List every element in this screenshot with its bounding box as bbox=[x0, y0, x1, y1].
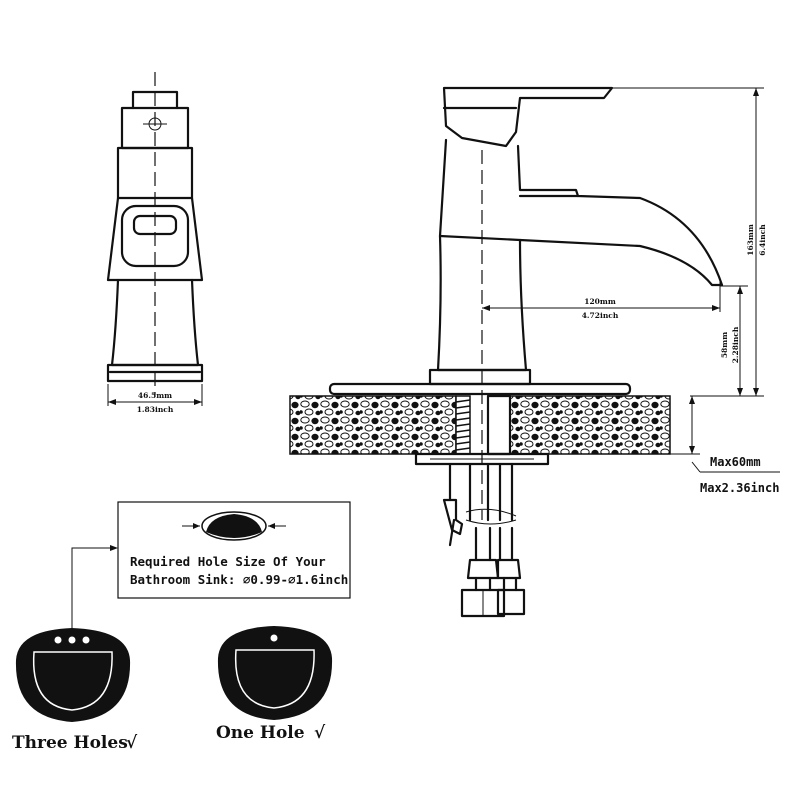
front-width-mm: 46.5mm bbox=[138, 391, 172, 400]
three-hole-sink: Three Holes √ bbox=[12, 628, 138, 753]
side-body-spout bbox=[436, 138, 724, 372]
max-deck-inch: Max2.36inch bbox=[700, 481, 779, 495]
height-mm: 163mm bbox=[746, 224, 755, 256]
one-hole-sink: One Hole √ bbox=[216, 626, 333, 743]
hole-size-note: Required Hole Size Of Your Bathroom Sink… bbox=[71, 501, 351, 628]
one-hole-check: √ bbox=[314, 723, 326, 743]
supply-tube-upper bbox=[486, 394, 512, 456]
countertop-right bbox=[509, 395, 671, 455]
front-collar bbox=[116, 146, 194, 200]
hose-fitting-left bbox=[466, 558, 500, 580]
hose-nut-right bbox=[496, 588, 526, 616]
faucet-hole-2 bbox=[68, 636, 76, 644]
spout-height-inch: 2.28inch bbox=[731, 326, 740, 363]
spout-height-mm: 58mm bbox=[720, 332, 729, 358]
front-spout-body bbox=[106, 196, 204, 282]
height-inch: 6.4inch bbox=[758, 224, 767, 256]
faucet-hole-1 bbox=[54, 636, 62, 644]
faucet-hole-3 bbox=[82, 636, 90, 644]
side-deck-plate bbox=[328, 382, 632, 396]
three-holes-check: √ bbox=[126, 733, 138, 753]
reach-mm: 120mm bbox=[584, 297, 616, 306]
front-view: 46.5mm 1.83inch bbox=[106, 72, 204, 414]
note-line-1: Required Hole Size Of Your bbox=[130, 554, 326, 569]
side-view: 163mm 6.4inch 120mm 4.72inch 58mm 2.28in… bbox=[289, 86, 780, 618]
faucet-hole-single bbox=[270, 634, 278, 642]
three-holes-label: Three Holes bbox=[12, 733, 128, 753]
front-spout-outlet bbox=[120, 204, 190, 268]
supply-hose-left bbox=[468, 462, 490, 522]
note-line-2: Bathroom Sink: ⌀0.99-⌀1.6inch bbox=[130, 572, 348, 587]
mounting-nut bbox=[414, 452, 550, 466]
front-base bbox=[106, 363, 204, 383]
side-base bbox=[428, 368, 532, 386]
reach-inch: 4.72inch bbox=[582, 311, 619, 320]
note-leader-arrow bbox=[71, 547, 114, 628]
max-deck-mm: Max60mm bbox=[710, 455, 761, 469]
side-handle-lever bbox=[442, 86, 614, 148]
countertop-left bbox=[289, 395, 457, 455]
front-width-inch: 1.83inch bbox=[137, 405, 174, 414]
one-hole-label: One Hole bbox=[216, 723, 305, 743]
hose-fitting-right bbox=[496, 558, 522, 580]
front-outlet-slot bbox=[132, 214, 178, 236]
